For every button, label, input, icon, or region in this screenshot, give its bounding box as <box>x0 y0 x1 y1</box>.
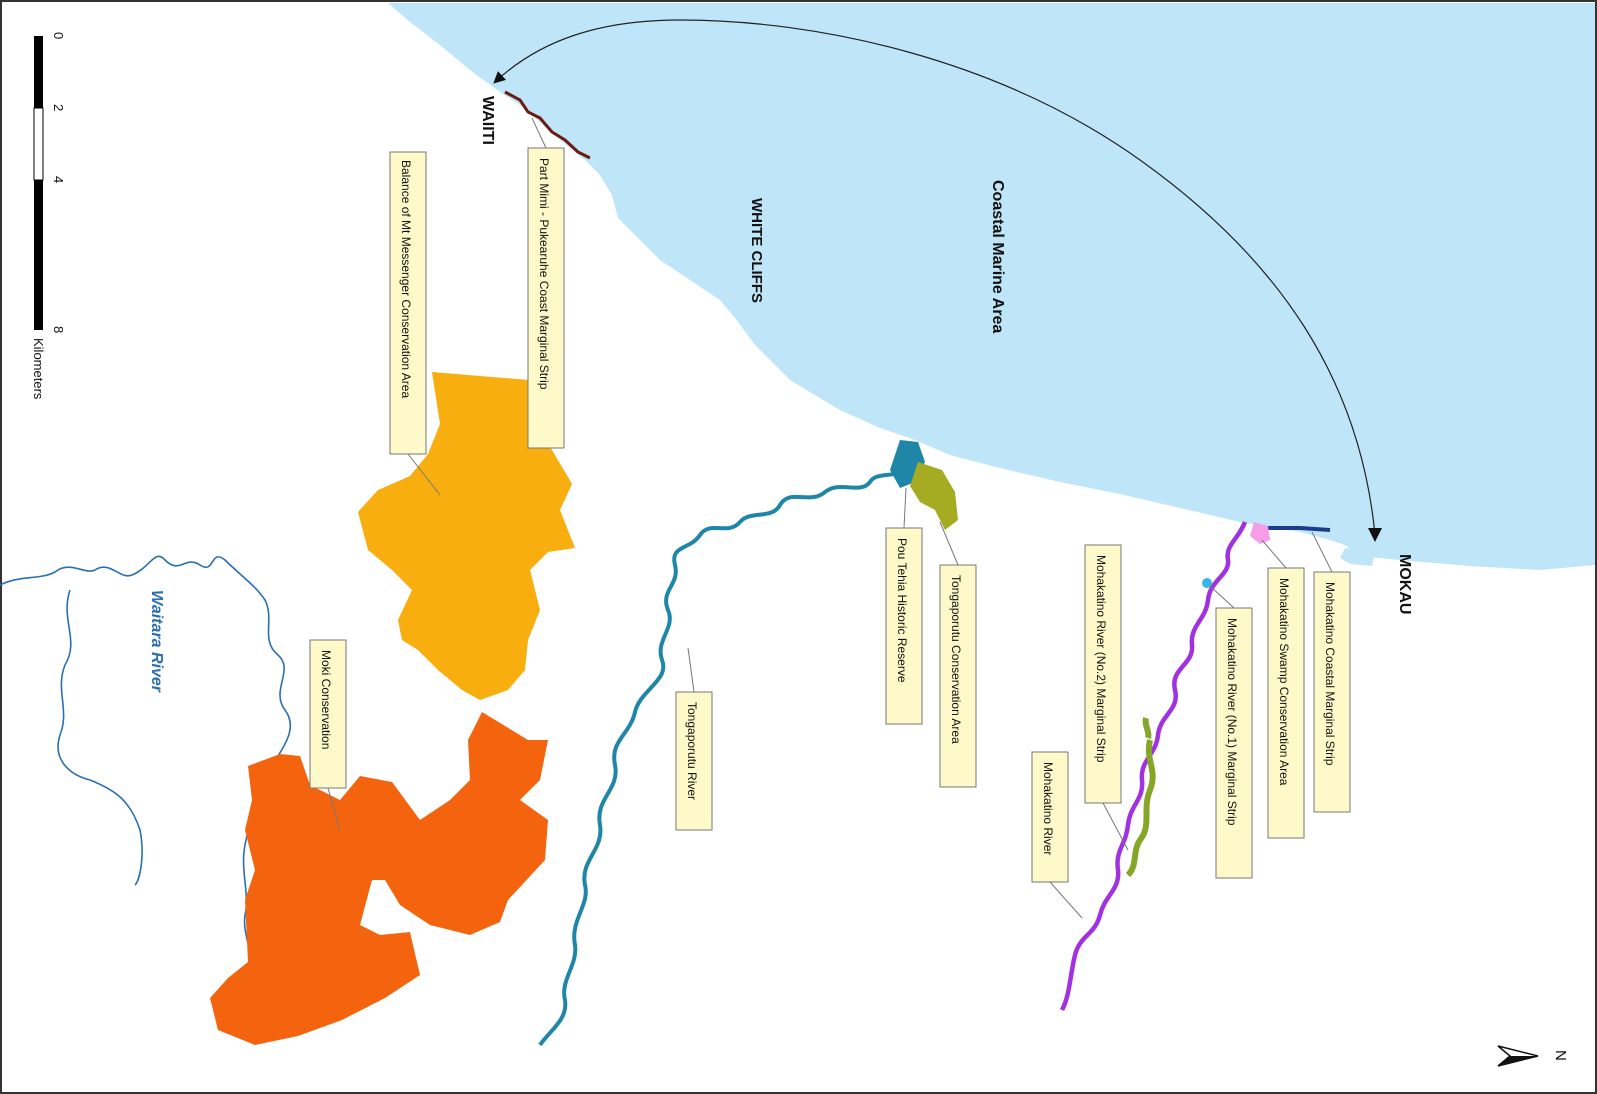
mokau-estuary <box>1340 548 1375 566</box>
callout-pou-tehia: Pou Tehia Historic Reserve <box>885 487 923 725</box>
tongaporutu-river <box>538 468 909 1047</box>
scale-unit: Kilometers <box>31 338 46 400</box>
callout-parininihi-text: Part Mimi - Pukearuhe Coast Marginal Str… <box>537 158 551 390</box>
mohakatino-no2-strip-b <box>1142 717 1152 739</box>
scale-tick-0: 0 <box>51 32 66 39</box>
label-coastal-marine-area: Coastal Marine Area <box>989 180 1006 333</box>
callout-mohakatino-no2: Mohakatino River (No.2) Marginal Strip <box>1084 544 1129 851</box>
north-arrow-label: N <box>1552 1050 1569 1061</box>
mt-messenger-area <box>358 372 575 700</box>
waitara-river <box>0 555 306 994</box>
moki-area <box>210 712 548 1045</box>
mohakatino-swamp-area <box>1250 522 1270 544</box>
callout-tongaporutu-river: Tongaporutu River <box>675 647 713 831</box>
mohakatino-coastal-strip <box>1268 526 1331 532</box>
callout-mohakatino-coastal-text: Mohakatino Coastal Marginal Strip <box>1323 582 1337 766</box>
label-waitara-river: Waitara River <box>148 590 165 693</box>
callout-mohakatino-coastal: Mohakatino Coastal Marginal Strip <box>1311 531 1351 813</box>
scale-bar: 0 2 4 8 Kilometers <box>31 32 66 400</box>
callout-pou-tehia-text: Pou Tehia Historic Reserve <box>895 538 909 683</box>
callout-tongaporutu-ca-text: Tongaporutu Conservation Area <box>949 575 963 744</box>
sea-area <box>388 3 1595 570</box>
callout-mohakatino-no1: Mohakatino River (No.1) Marginal Strip <box>1209 585 1253 879</box>
label-waiiti: WAIITI <box>479 96 496 145</box>
callout-mohakatino-no1-text: Mohakatino River (No.1) Marginal Strip <box>1225 618 1239 826</box>
callout-mohakatino-river: Mohakatino River <box>1031 751 1083 919</box>
callout-moki-text: Moki Conservation <box>319 650 333 749</box>
scale-tick-4: 4 <box>51 176 66 183</box>
callout-tongaporutu-river-text: Tongaporutu River <box>685 702 699 800</box>
callout-parininihi: Part Mimi - Pukearuhe Coast Marginal Str… <box>527 117 565 449</box>
callout-mohakatino-no2-text: Mohakatino River (No.2) Marginal Strip <box>1094 555 1108 763</box>
north-arrow-icon: N <box>1497 1045 1569 1067</box>
mokau-arrowhead <box>1368 528 1382 542</box>
mohakatino-no2-strip <box>1125 739 1156 878</box>
label-mokau: MOKAU <box>1396 554 1413 614</box>
waitara-river-branch <box>57 589 143 886</box>
coast-marginal-strip <box>504 90 591 160</box>
callout-mt-messenger-text: Balance of Mt Messenger Conservation Are… <box>399 160 413 398</box>
callout-mohakatino-river-text: Mohakatino River <box>1041 762 1055 855</box>
coastal-extent-arrow <box>493 19 1376 536</box>
callout-tongaporutu-ca: Tongaporutu Conservation Area <box>939 521 977 788</box>
callout-mohakatino-swamp-text: Mohakatino Swamp Conservation Area <box>1277 578 1291 786</box>
scale-tick-8: 8 <box>51 326 66 333</box>
callout-mohakatino-swamp: Mohakatino Swamp Conservation Area <box>1261 539 1305 839</box>
scale-tick-2: 2 <box>51 104 66 111</box>
label-white-cliffs: WHITE CLIFFS <box>748 198 765 303</box>
callout-moki: Moki Conservation <box>309 639 347 831</box>
tongaporutu-ca <box>910 462 958 530</box>
mohakatino-no1-strip <box>1202 578 1212 588</box>
callout-mt-messenger: Balance of Mt Messenger Conservation Are… <box>389 151 441 496</box>
